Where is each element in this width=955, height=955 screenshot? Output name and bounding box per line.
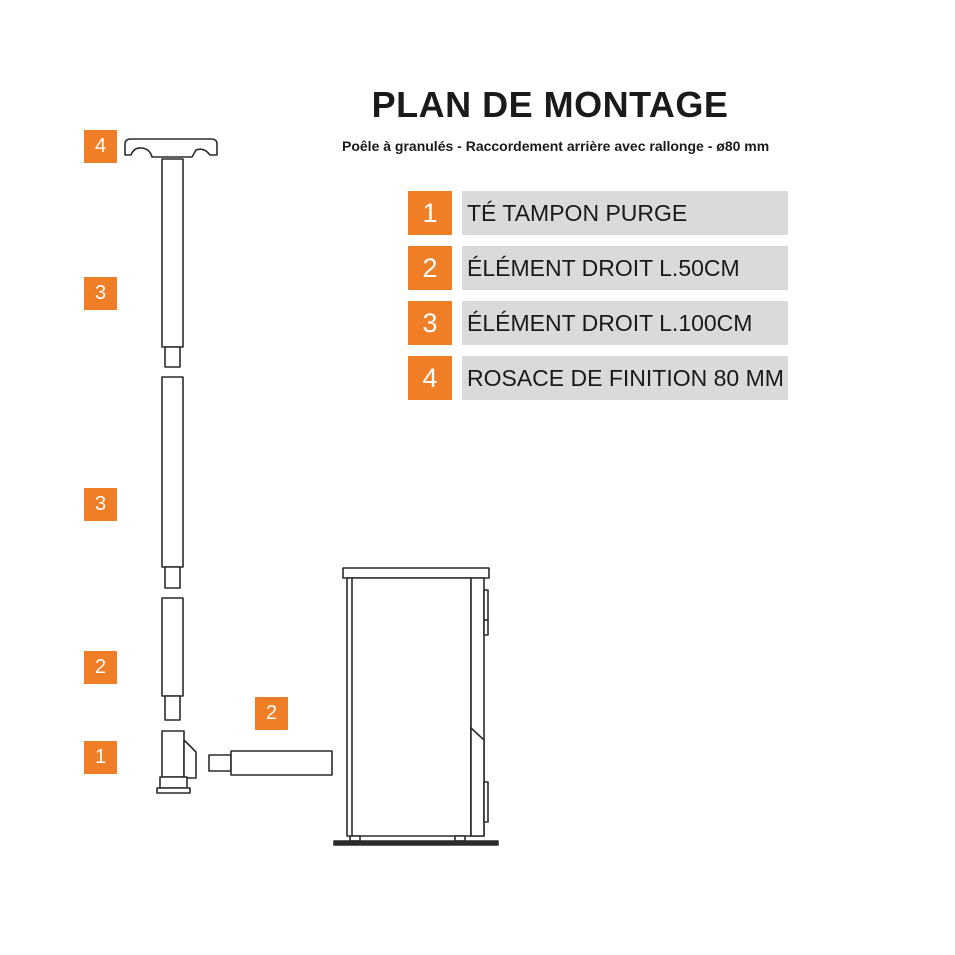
rosace-part xyxy=(124,138,218,158)
legend-item-element-100: 3 ÉLÉMENT DROIT L.100CM xyxy=(408,301,788,345)
callout-te-tampon: 1 xyxy=(84,741,117,774)
legend-label: ROSACE DE FINITION 80 MM xyxy=(462,356,788,400)
diagram-title: PLAN DE MONTAGE xyxy=(371,84,729,125)
callout-element-50-vertical: 2 xyxy=(84,651,117,684)
pipe-element-100-lower xyxy=(161,376,184,589)
legend-label: ÉLÉMENT DROIT L.100CM xyxy=(462,301,788,345)
pipe-element-50-vertical xyxy=(161,597,184,721)
callout-rosace: 4 xyxy=(84,130,117,163)
diagram-subtitle: Poêle à granulés - Raccordement arrière … xyxy=(342,138,770,154)
legend-label: TÉ TAMPON PURGE xyxy=(462,191,788,235)
te-tampon-part xyxy=(156,730,197,794)
legend-item-element-50: 2 ÉLÉMENT DROIT L.50CM xyxy=(408,246,788,290)
pellet-stove xyxy=(333,567,499,846)
legend-number: 4 xyxy=(408,356,452,400)
callout-element-100-lower: 3 xyxy=(84,488,117,521)
pipe-element-100-upper xyxy=(161,158,184,368)
legend-number: 3 xyxy=(408,301,452,345)
legend-item-te-tampon: 1 TÉ TAMPON PURGE xyxy=(408,191,788,235)
callout-element-50-horizontal: 2 xyxy=(255,697,288,730)
legend-number: 1 xyxy=(408,191,452,235)
legend-number: 2 xyxy=(408,246,452,290)
legend-label: ÉLÉMENT DROIT L.50CM xyxy=(462,246,788,290)
callout-element-100-upper: 3 xyxy=(84,277,117,310)
pipe-element-50-horizontal xyxy=(208,750,333,776)
legend-item-rosace: 4 ROSACE DE FINITION 80 MM xyxy=(408,356,788,400)
